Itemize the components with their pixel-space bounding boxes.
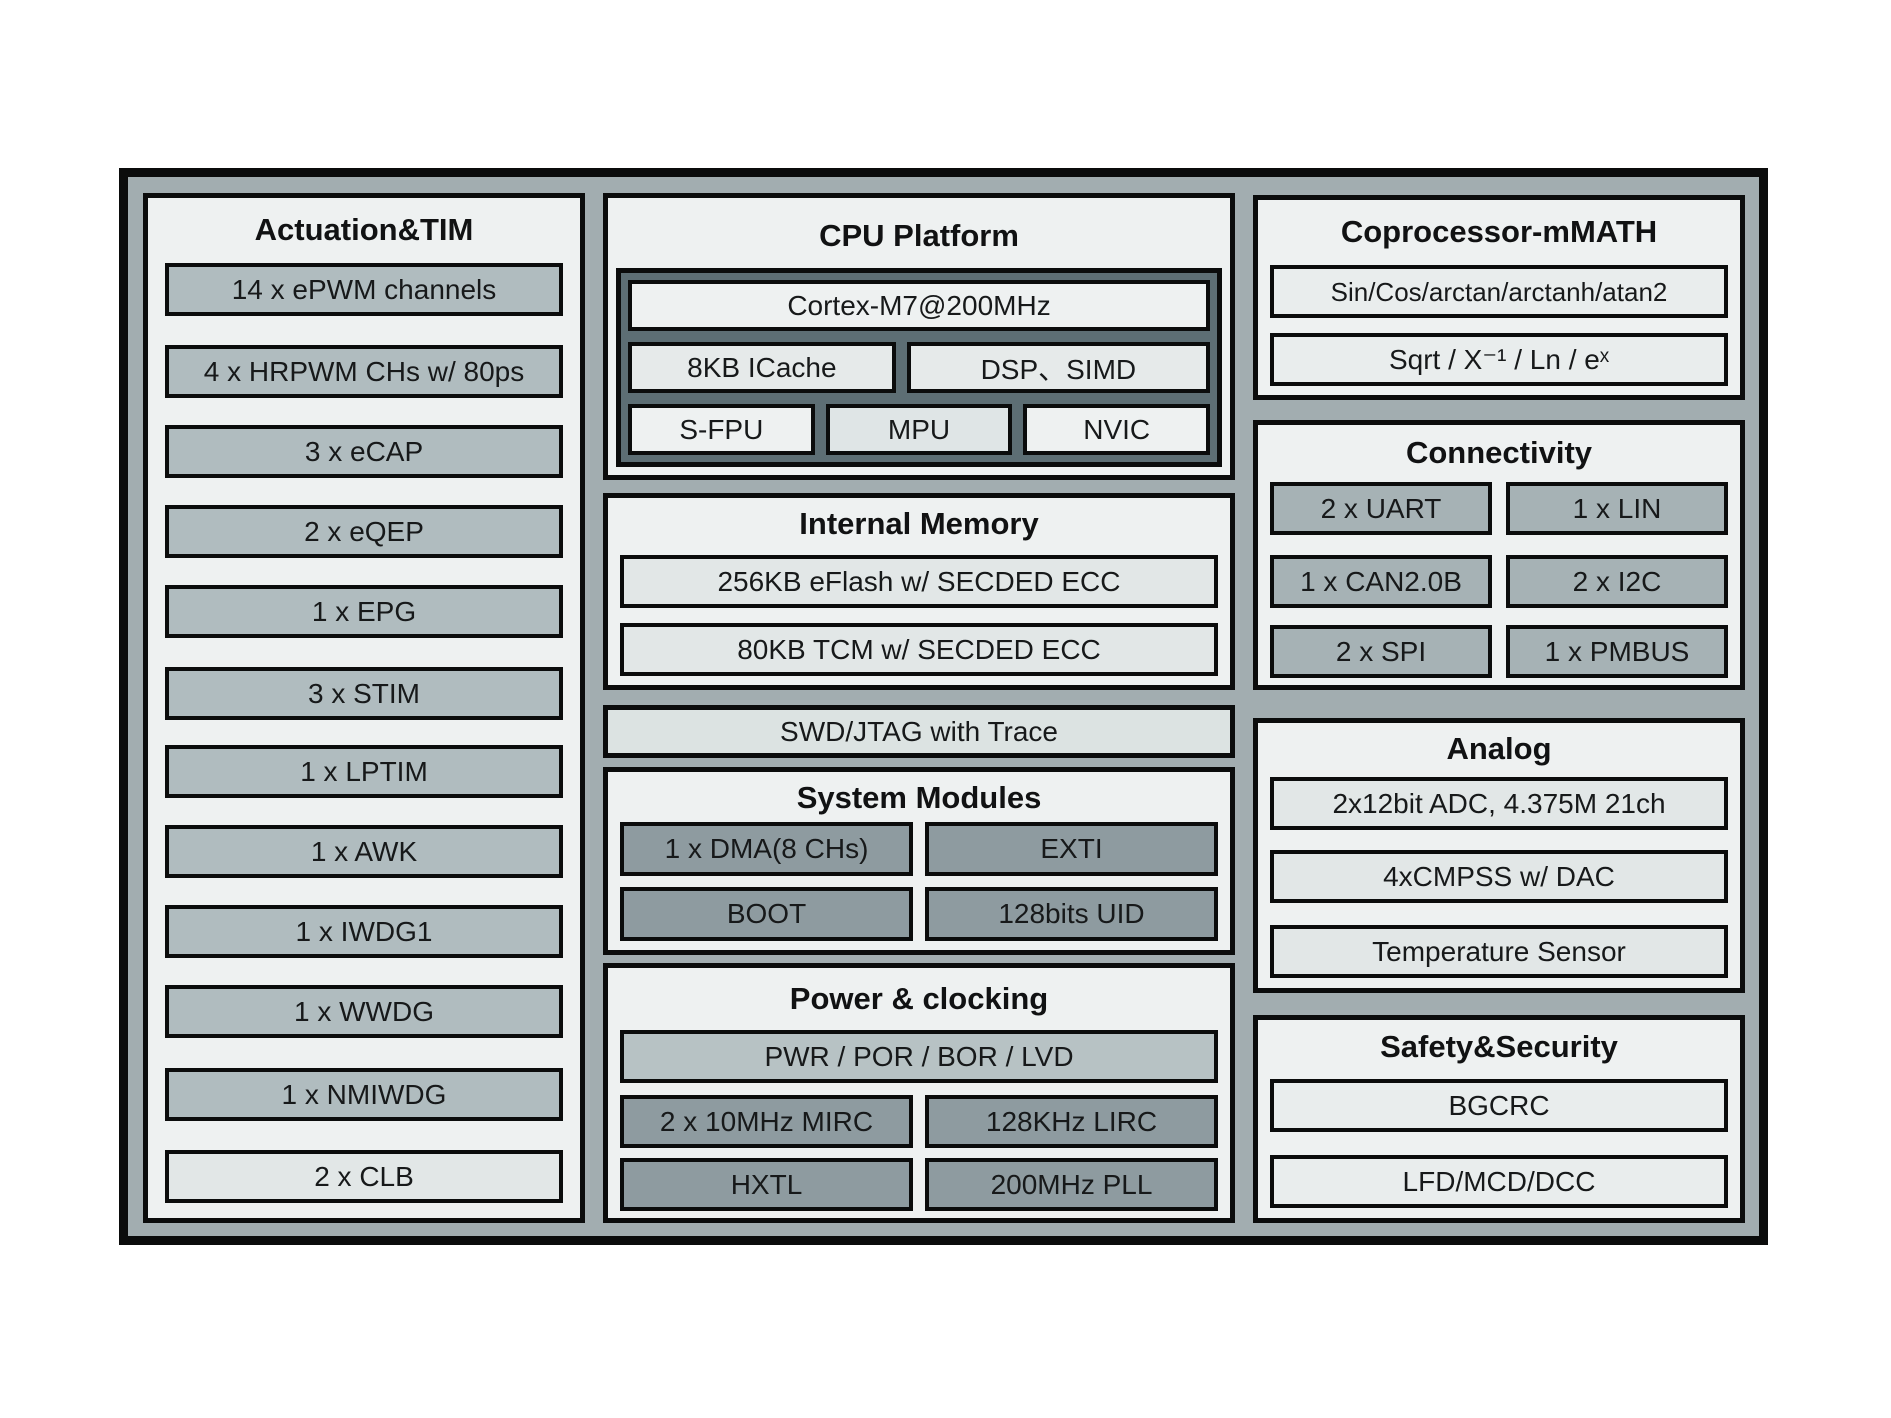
block-temp-sensor: Temperature Sensor bbox=[1270, 925, 1728, 978]
block-uid: 128bits UID bbox=[925, 887, 1218, 941]
block-ecap: 3 x eCAP bbox=[165, 425, 563, 478]
block-spi: 2 x SPI bbox=[1270, 625, 1492, 678]
block-eflash: 256KB eFlash w/ SECDED ECC bbox=[620, 555, 1218, 608]
block-can: 1 x CAN2.0B bbox=[1270, 555, 1492, 608]
block-bgcrc: BGCRC bbox=[1270, 1079, 1728, 1132]
block-hrpwm: 4 x HRPWM CHs w/ 80ps bbox=[165, 345, 563, 398]
block-lin: 1 x LIN bbox=[1506, 482, 1728, 535]
panel-internal-memory: Internal Memory 256KB eFlash w/ SECDED E… bbox=[603, 493, 1235, 690]
block-pmbus: 1 x PMBUS bbox=[1506, 625, 1728, 678]
block-epg: 1 x EPG bbox=[165, 585, 563, 638]
block-dsp-simd: DSP、SIMD bbox=[906, 342, 1210, 393]
panel-power-clocking: Power & clocking PWR / POR / BOR / LVD 2… bbox=[603, 963, 1235, 1223]
panel-cpu-platform: CPU Platform Cortex-M7@200MHz 8KB ICache… bbox=[603, 193, 1235, 480]
block-cmpss: 4xCMPSS w/ DAC bbox=[1270, 850, 1728, 903]
diagram-frame: Actuation&TIM 14 x ePWM channels 4 x HRP… bbox=[119, 168, 1768, 1245]
block-hxtl: HXTL bbox=[620, 1158, 913, 1211]
block-pwr-por-bor-lvd: PWR / POR / BOR / LVD bbox=[620, 1030, 1218, 1083]
panel-safety-security: Safety&Security BGCRC LFD/MCD/DCC bbox=[1253, 1015, 1745, 1223]
panel-system-modules: System Modules 1 x DMA(8 CHs) EXTI BOOT … bbox=[603, 767, 1235, 955]
block-epwm: 14 x ePWM channels bbox=[165, 263, 563, 316]
block-stim: 3 x STIM bbox=[165, 667, 563, 720]
block-mpu: MPU bbox=[825, 404, 1013, 455]
system-modules-title: System Modules bbox=[796, 780, 1042, 815]
block-uart: 2 x UART bbox=[1270, 482, 1492, 535]
connectivity-title: Connectivity bbox=[1405, 435, 1593, 470]
coprocessor-mmath-title: Coprocessor-mMATH bbox=[1340, 214, 1658, 249]
actuation-tim-title: Actuation&TIM bbox=[254, 212, 474, 247]
block-dma: 1 x DMA(8 CHs) bbox=[620, 822, 913, 876]
block-awk: 1 x AWK bbox=[165, 825, 563, 878]
panel-connectivity: Connectivity 2 x UART 1 x LIN 1 x CAN2.0… bbox=[1253, 420, 1745, 690]
block-tcm: 80KB TCM w/ SECDED ECC bbox=[620, 623, 1218, 676]
block-sqrt-ln-exp: Sqrt / X⁻¹ / Ln / eˣ bbox=[1270, 333, 1728, 386]
analog-title: Analog bbox=[1446, 731, 1552, 766]
internal-memory-title: Internal Memory bbox=[799, 506, 1039, 541]
block-swd-jtag: SWD/JTAG with Trace bbox=[603, 705, 1235, 758]
block-wwdg: 1 x WWDG bbox=[165, 985, 563, 1038]
block-icache: 8KB ICache bbox=[628, 342, 896, 393]
block-lfd-mcd-dcc: LFD/MCD/DCC bbox=[1270, 1155, 1728, 1208]
block-iwdg1: 1 x IWDG1 bbox=[165, 905, 563, 958]
block-pll: 200MHz PLL bbox=[925, 1158, 1218, 1211]
block-nvic: NVIC bbox=[1023, 404, 1211, 455]
block-trig-functions: Sin/Cos/arctan/arctanh/atan2 bbox=[1270, 265, 1728, 318]
block-i2c: 2 x I2C bbox=[1506, 555, 1728, 608]
block-sfpu: S-FPU bbox=[628, 404, 815, 455]
panel-actuation-tim: Actuation&TIM 14 x ePWM channels 4 x HRP… bbox=[143, 193, 585, 1223]
cpu-core-container: Cortex-M7@200MHz 8KB ICache DSP、SIMD S-F… bbox=[616, 268, 1222, 467]
panel-coprocessor-mmath: Coprocessor-mMATH Sin/Cos/arctan/arctanh… bbox=[1253, 195, 1745, 400]
block-lptim: 1 x LPTIM bbox=[165, 745, 563, 798]
power-clocking-title: Power & clocking bbox=[789, 981, 1049, 1016]
block-lirc: 128KHz LIRC bbox=[925, 1095, 1218, 1148]
cpu-platform-title: CPU Platform bbox=[819, 218, 1019, 253]
panel-analog: Analog 2x12bit ADC, 4.375M 21ch 4xCMPSS … bbox=[1253, 718, 1745, 993]
block-nmiwdg: 1 x NMIWDG bbox=[165, 1068, 563, 1121]
block-eqep: 2 x eQEP bbox=[165, 505, 563, 558]
block-boot: BOOT bbox=[620, 887, 913, 941]
block-cortex-m7: Cortex-M7@200MHz bbox=[628, 280, 1210, 331]
block-adc: 2x12bit ADC, 4.375M 21ch bbox=[1270, 777, 1728, 830]
safety-security-title: Safety&Security bbox=[1380, 1029, 1618, 1064]
block-mirc: 2 x 10MHz MIRC bbox=[620, 1095, 913, 1148]
block-exti: EXTI bbox=[925, 822, 1218, 876]
block-clb: 2 x CLB bbox=[165, 1150, 563, 1203]
